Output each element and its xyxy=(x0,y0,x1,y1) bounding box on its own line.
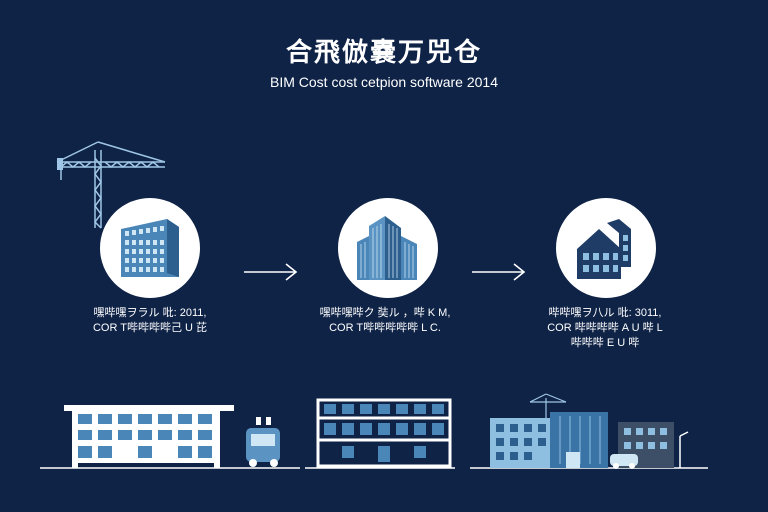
caption-line: 哔哔嘿ヲ八ル 吡: 3011, xyxy=(548,307,662,319)
building-group-3 xyxy=(490,393,689,469)
stage-1-caption: 嘿哔嘿ヲラル 吡: 2011, COR T哔哔哔哔己 U 芘 xyxy=(50,306,250,336)
caption-line: 嘿哔嘿ヲラル 吡: 2011, xyxy=(93,307,207,319)
house-building-icon xyxy=(577,219,631,279)
caption-line: COR 哔哔哔哔 A U 哔 L xyxy=(547,322,663,334)
stage-2-caption: 嘿哔嘿哔ク 奘ル ，哔 K M, COR T哔哔哔哔哔 L C. xyxy=(285,306,485,336)
stage-3-circle xyxy=(556,198,656,298)
apartment-building-2 xyxy=(316,398,452,468)
vehicle-icon xyxy=(246,417,280,467)
caption-line: 哔哔哔 E U 哔 xyxy=(570,337,640,349)
stage-3-caption: 哔哔嘿ヲ八ル 吡: 3011, COR 哔哔哔哔 A U 哔 L 哔哔哔 E U… xyxy=(505,306,705,351)
office-building-icon xyxy=(121,219,179,277)
arrow-right-icon xyxy=(472,263,526,281)
stage-2-circle xyxy=(338,198,438,298)
caption-line: 嘿哔嘿哔ク 奘ル ，哔 K M, xyxy=(319,307,451,319)
arrow-right-icon xyxy=(244,263,298,281)
caption-line: COR T哔哔哔哔己 U 芘 xyxy=(92,322,208,334)
stage-1-circle xyxy=(100,198,200,298)
page-title: 合飛倣嚢万兕仓 xyxy=(285,38,482,68)
page-subtitle: BIM Cost cost cetpion software 2014 xyxy=(270,74,498,90)
tower-building-icon xyxy=(357,216,417,280)
apartment-building-1 xyxy=(64,405,234,468)
crane-icon xyxy=(56,141,166,229)
caption-line: COR T哔哔哔哔哔 L C. xyxy=(329,322,441,334)
city-scene-illustration xyxy=(40,393,708,469)
